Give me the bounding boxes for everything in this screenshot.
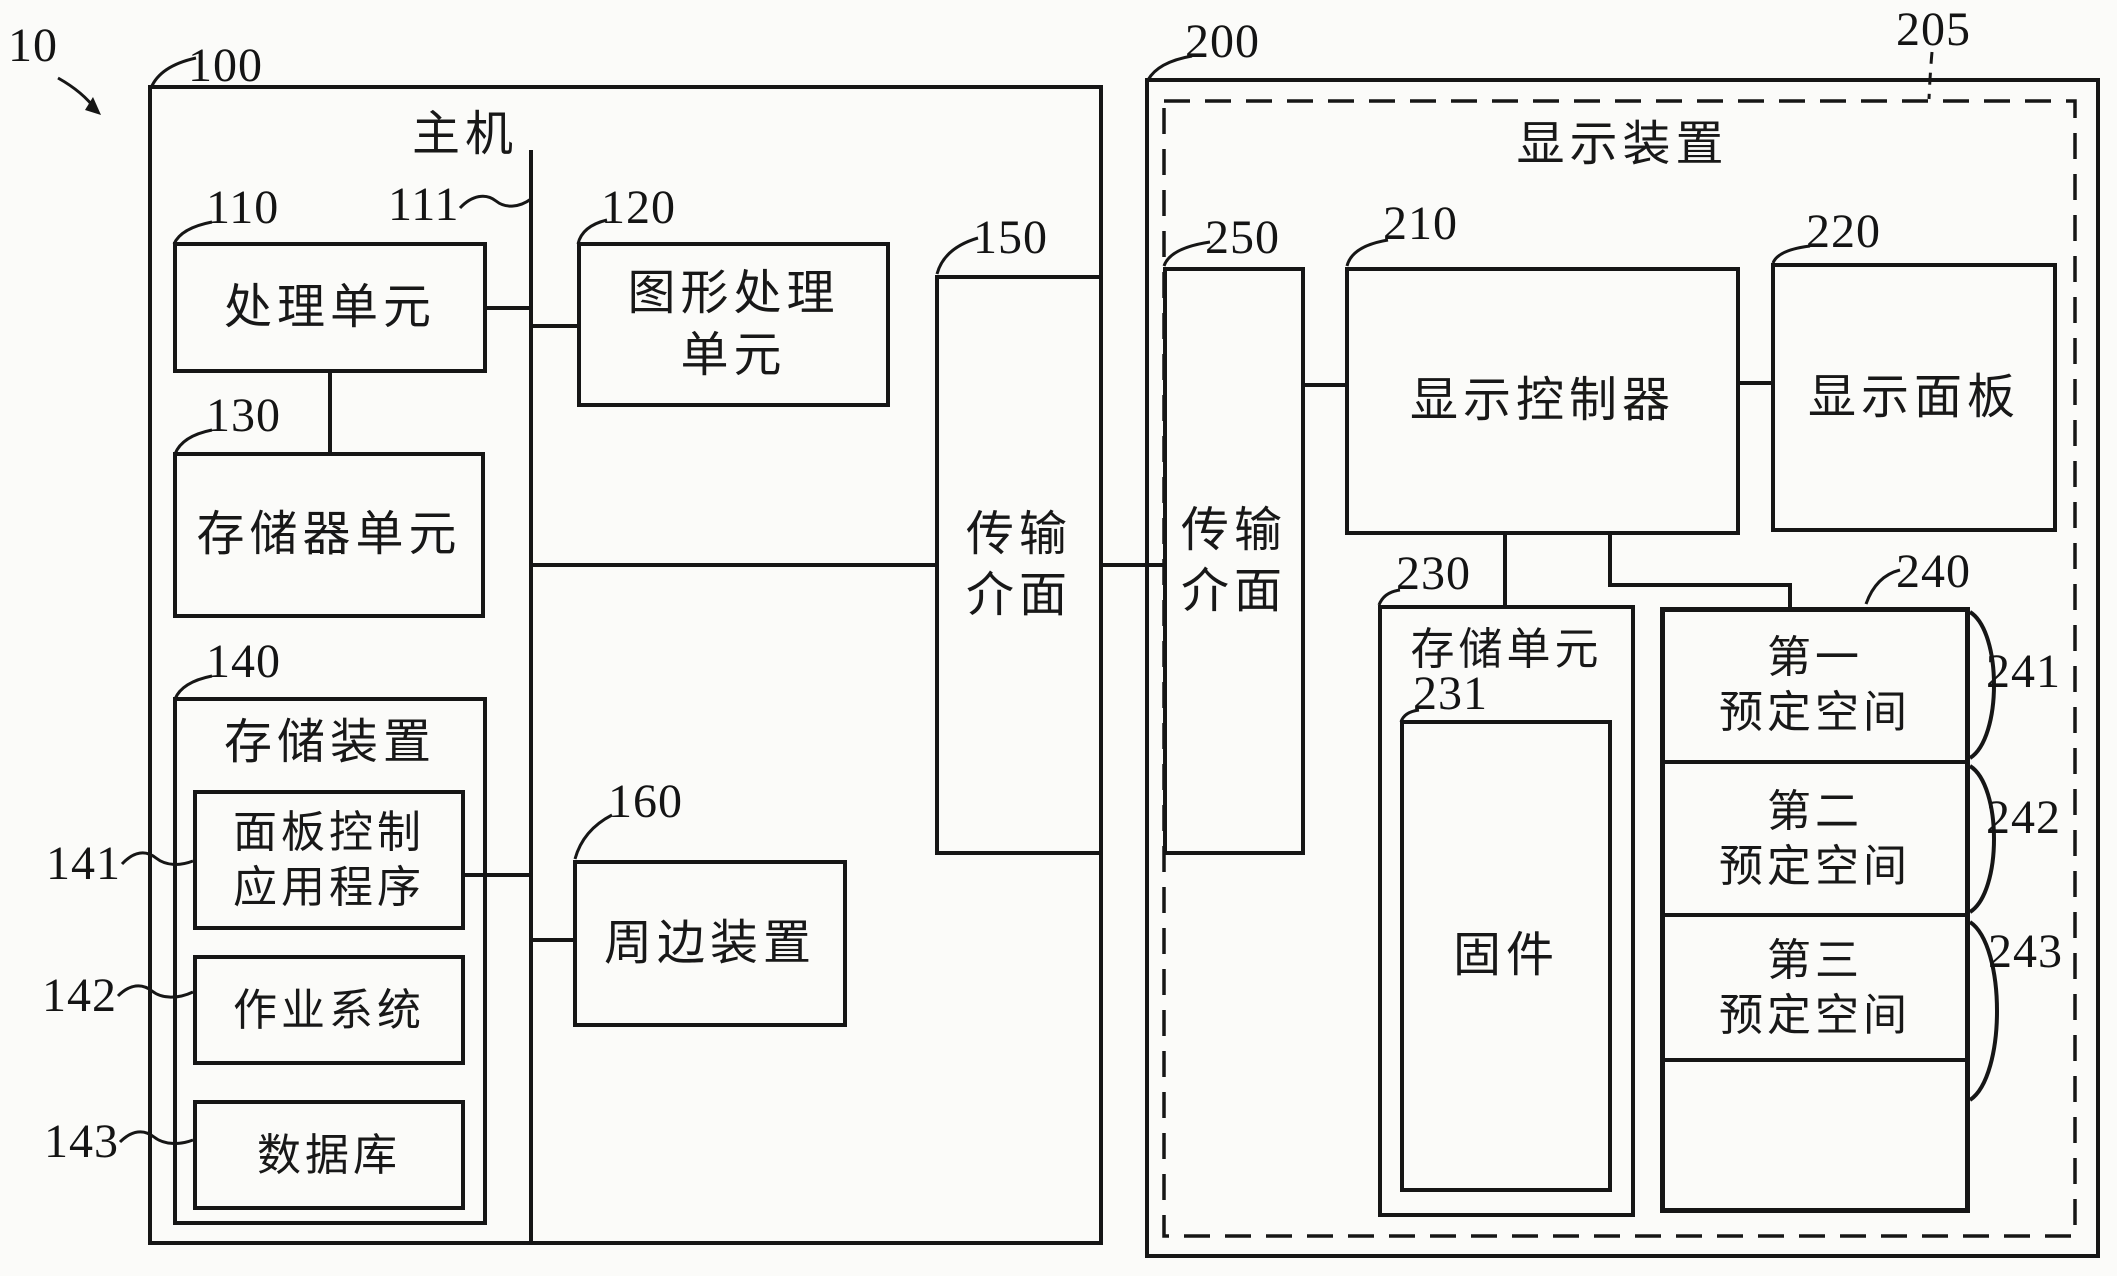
ref-label-250: 250 <box>1205 211 1280 264</box>
host-title: 主机 <box>411 108 518 161</box>
controller-block: 显示控制器 <box>1345 267 1740 535</box>
leader-220 <box>1771 244 1811 264</box>
leader-142-tilde <box>116 984 194 999</box>
leader-250 <box>1162 240 1211 267</box>
panel-label: 显示面板 <box>1807 370 2020 424</box>
storage-unit-title: 存储单元 <box>1410 625 1603 674</box>
ref-label-231: 231 <box>1413 667 1488 720</box>
rx-interface-label-line1: 传输 <box>1180 503 1287 557</box>
leader-205-dashed <box>1927 51 1934 100</box>
peripheral-block: 周边装置 <box>573 860 847 1027</box>
tx-interface-label-line1: 传输 <box>965 507 1072 561</box>
rx-interface-block: 传输 介面 <box>1163 267 1305 855</box>
cpu-label: 处理单元 <box>223 280 436 334</box>
leader-210 <box>1345 238 1389 267</box>
leader-110 <box>172 220 213 245</box>
panel-app-label-line2: 应用程序 <box>233 863 425 912</box>
tx-interface-label-line2: 介面 <box>965 569 1072 622</box>
leader-150 <box>935 236 979 275</box>
ref-label-111: 111 <box>388 178 460 231</box>
tx-interface-block: 传输 介面 <box>935 275 1103 855</box>
ref-label-205: 205 <box>1896 3 1971 56</box>
panel-block: 显示面板 <box>1771 263 2057 532</box>
preset-space-1-line2: 预定空间 <box>1719 687 1911 737</box>
memory-label: 存储器单元 <box>196 508 462 562</box>
connector-controller-spaces <box>1608 535 1792 607</box>
storage-block <box>173 697 487 1225</box>
preset-spaces-block <box>1660 607 1970 1213</box>
leader-120 <box>576 218 608 245</box>
ref-label-220: 220 <box>1806 205 1881 258</box>
controller-label: 显示控制器 <box>1409 374 1675 428</box>
leader-160 <box>573 813 613 860</box>
preset-space-2: 第二 预定空间 <box>1660 762 1970 915</box>
rx-interface-label-line2: 介面 <box>1180 565 1287 618</box>
gpu-block: 图形处理 单元 <box>577 242 890 407</box>
brace-243 <box>1968 920 1999 1102</box>
leader-200 <box>1146 54 1193 81</box>
firmware-label: 固件 <box>1452 929 1559 983</box>
ref-label-10: 10 <box>8 19 58 72</box>
gpu-label-line2: 单元 <box>680 328 787 382</box>
os-block: 作业系统 <box>193 955 465 1065</box>
ref-label-230: 230 <box>1396 547 1471 600</box>
display-device-box <box>1145 78 2100 1258</box>
preset-space-3: 第三 预定空间 <box>1660 915 1970 1060</box>
ref-label-243: 243 <box>1988 925 2063 978</box>
leader-111-tilde <box>458 194 532 210</box>
brace-242 <box>1968 764 1996 914</box>
peripheral-label: 周边装置 <box>603 916 816 970</box>
storage-title: 存储装置 <box>223 716 436 769</box>
preset-space-1: 第一 预定空间 <box>1660 607 1970 762</box>
display-device-dashed-boundary <box>1162 99 2077 1238</box>
ref-label-210: 210 <box>1383 197 1458 250</box>
database-label: 数据库 <box>257 1130 401 1180</box>
ref-label-150: 150 <box>973 211 1048 264</box>
ref-label-242: 242 <box>1986 791 2061 844</box>
panel-app-label-line1: 面板控制 <box>233 808 425 857</box>
panel-app-block: 面板控制 应用程序 <box>193 790 465 930</box>
ref-label-160: 160 <box>608 775 683 828</box>
leader-140 <box>173 674 213 700</box>
preset-space-2-line1: 第二 <box>1767 786 1863 836</box>
ref-label-141: 141 <box>46 837 121 890</box>
leader-143-tilde <box>118 1130 194 1145</box>
ref-label-142: 142 <box>42 969 117 1022</box>
ref-label-130: 130 <box>206 389 281 442</box>
leader-130 <box>173 428 213 455</box>
leader-230 <box>1377 588 1401 606</box>
database-block: 数据库 <box>193 1100 465 1210</box>
figure-ref-arrowhead <box>85 97 101 115</box>
leader-240 <box>1864 568 1901 605</box>
storage-unit-block <box>1378 605 1635 1217</box>
firmware-block: 固件 <box>1400 720 1612 1192</box>
brace-241 <box>1968 610 1996 760</box>
gpu-label-line1: 图形处理 <box>627 267 840 321</box>
preset-space-1-line1: 第一 <box>1767 632 1863 682</box>
ref-label-120: 120 <box>601 181 676 234</box>
ref-label-241: 241 <box>1986 645 2061 698</box>
display-device-title: 显示装置 <box>1516 118 1729 171</box>
ref-label-110: 110 <box>206 181 280 234</box>
ref-label-143: 143 <box>44 1115 119 1168</box>
os-label: 作业系统 <box>233 985 425 1035</box>
preset-space-3-line2: 预定空间 <box>1719 990 1911 1040</box>
leader-100 <box>149 56 197 89</box>
memory-block: 存储器单元 <box>173 452 485 618</box>
preset-space-3-line1: 第三 <box>1767 935 1863 985</box>
leader-141-tilde <box>120 851 194 866</box>
ref-label-140: 140 <box>206 635 281 688</box>
ref-label-100: 100 <box>188 39 263 92</box>
ref-label-200: 200 <box>1185 15 1260 68</box>
preset-space-2-line2: 预定空间 <box>1719 841 1911 891</box>
ref-label-240: 240 <box>1896 545 1971 598</box>
cpu-block: 处理单元 <box>173 242 487 373</box>
